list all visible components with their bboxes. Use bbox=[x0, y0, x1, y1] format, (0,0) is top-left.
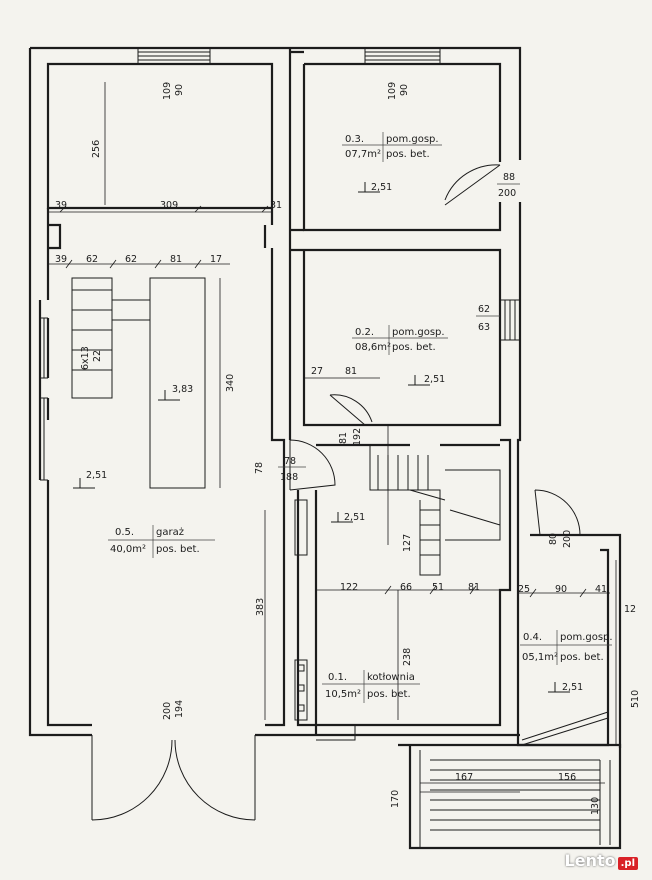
dim-90: 90 bbox=[555, 584, 567, 595]
dim-door1-88: 88 bbox=[503, 172, 515, 183]
dim-383: 383 bbox=[255, 598, 266, 616]
room-0-1-area: 10,5m² bbox=[325, 689, 361, 700]
room-0-5-number: 0.5. bbox=[115, 527, 134, 538]
dim-340: 340 bbox=[225, 374, 236, 392]
room-0-4-number: 0.4. bbox=[523, 632, 542, 643]
dim-200c: 200 bbox=[162, 702, 173, 720]
dim-62a: 62 bbox=[86, 254, 98, 265]
room-0-5-label: 0.5. garaż 40,0m² pos. bet. 2,51 3,83 bbox=[86, 384, 215, 558]
dim-81c: 81 bbox=[338, 432, 349, 444]
room-0-4-floor: pos. bet. bbox=[560, 652, 604, 663]
room-0-5-level: 2,51 bbox=[86, 470, 107, 481]
room-0-3-level: 2,51 bbox=[371, 182, 392, 193]
dim-192: 192 bbox=[352, 428, 363, 446]
dim-309: 309 bbox=[160, 200, 178, 211]
dim-window1-top: 109 bbox=[162, 82, 173, 100]
dim-31: 31 bbox=[270, 200, 282, 211]
dim-window2-top: 109 bbox=[387, 82, 398, 100]
dim-81d: 81 bbox=[468, 582, 480, 593]
dim-25: 25 bbox=[518, 584, 530, 595]
watermark-tld: .pl bbox=[617, 857, 638, 870]
windows bbox=[40, 48, 520, 741]
doors bbox=[91, 164, 581, 821]
dim-238: 238 bbox=[402, 648, 413, 666]
vent-label-2: 22 bbox=[92, 350, 103, 362]
dim-122: 122 bbox=[340, 582, 358, 593]
room-0-5-floor: pos. bet. bbox=[156, 544, 200, 555]
dim-66: 66 bbox=[400, 582, 412, 593]
dim-door1-200: 200 bbox=[498, 188, 516, 199]
hall-level: 2,51 bbox=[344, 512, 365, 523]
room-0-4-level: 2,51 bbox=[562, 682, 583, 693]
dim-78b: 78 bbox=[254, 462, 265, 474]
watermark-logo: Lento.pl bbox=[565, 851, 638, 870]
dim-81b: 81 bbox=[345, 366, 357, 377]
dim-17: 17 bbox=[210, 254, 222, 265]
room-0-1-name: kotłownia bbox=[367, 672, 415, 683]
dim-39b: 39 bbox=[55, 254, 67, 265]
dimension-lines bbox=[48, 82, 617, 793]
room-0-4-label: 0.4. pom.gosp. 05,1m² pos. bet. 2,51 bbox=[520, 630, 613, 693]
stairs bbox=[369, 445, 611, 848]
room-0-5-level-2: 3,83 bbox=[172, 384, 193, 395]
built-in-elements bbox=[71, 277, 308, 721]
room-0-1-floor: pos. bet. bbox=[367, 689, 411, 700]
dim-510: 510 bbox=[630, 690, 641, 708]
room-0-2-name: pom.gosp. bbox=[392, 327, 445, 338]
room-0-2-number: 0.2. bbox=[355, 327, 374, 338]
room-0-5-name: garaż bbox=[156, 527, 184, 538]
dim-200b: 200 bbox=[562, 530, 573, 548]
room-0-2-level: 2,51 bbox=[424, 374, 445, 385]
dim-51: 51 bbox=[432, 582, 444, 593]
dimension-texts: 256 309 39 31 109 90 109 90 88 200 39 62… bbox=[55, 82, 641, 815]
dim-63: 63 bbox=[478, 322, 490, 333]
room-0-3-label: 0.3. pom.gosp. 07,7m² pos. bet. 2,51 bbox=[342, 132, 442, 193]
room-0-4-name: pom.gosp. bbox=[560, 632, 613, 643]
dim-39a: 39 bbox=[55, 200, 67, 211]
dim-156: 156 bbox=[558, 772, 576, 783]
dim-80: 80 bbox=[548, 533, 559, 545]
room-0-4-area: 05,1m² bbox=[522, 652, 558, 663]
room-0-2-floor: pos. bet. bbox=[392, 342, 436, 353]
dim-62c: 62 bbox=[478, 304, 490, 315]
outer-walls bbox=[28, 46, 622, 850]
dim-127: 127 bbox=[402, 534, 413, 552]
dim-167: 167 bbox=[455, 772, 473, 783]
dim-194: 194 bbox=[174, 700, 185, 718]
dim-81a: 81 bbox=[170, 254, 182, 265]
room-0-1-label: 0.1. kotłownia 10,5m² pos. bet. 2,51 bbox=[322, 512, 420, 703]
dim-170: 170 bbox=[390, 790, 401, 808]
vent-label: 6x13 bbox=[80, 346, 91, 370]
dim-window1-bot: 90 bbox=[174, 84, 185, 96]
dim-62b: 62 bbox=[125, 254, 137, 265]
room-0-1-number: 0.1. bbox=[328, 672, 347, 683]
dim-window2-bot: 90 bbox=[399, 84, 410, 96]
dim-12: 12 bbox=[624, 604, 636, 615]
dim-130: 130 bbox=[590, 797, 601, 815]
dim-188: 188 bbox=[280, 472, 298, 483]
room-0-3-floor: pos. bet. bbox=[386, 149, 430, 160]
room-0-3-area: 07,7m² bbox=[345, 149, 381, 160]
room-0-2-label: 0.2. pom.gosp. 08,6m² pos. bet. 2,51 bbox=[352, 325, 448, 385]
watermark-brand: Lento bbox=[564, 851, 616, 870]
dim-78a: 78 bbox=[284, 456, 296, 467]
room-0-3-name: pom.gosp. bbox=[386, 134, 439, 145]
dim-27: 27 bbox=[311, 366, 323, 377]
level-marks bbox=[73, 182, 570, 693]
dim-256: 256 bbox=[91, 140, 102, 158]
room-0-5-area: 40,0m² bbox=[110, 544, 146, 555]
room-0-2-area: 08,6m² bbox=[355, 342, 391, 353]
room-0-3-number: 0.3. bbox=[345, 134, 364, 145]
dim-41: 41 bbox=[595, 584, 607, 595]
